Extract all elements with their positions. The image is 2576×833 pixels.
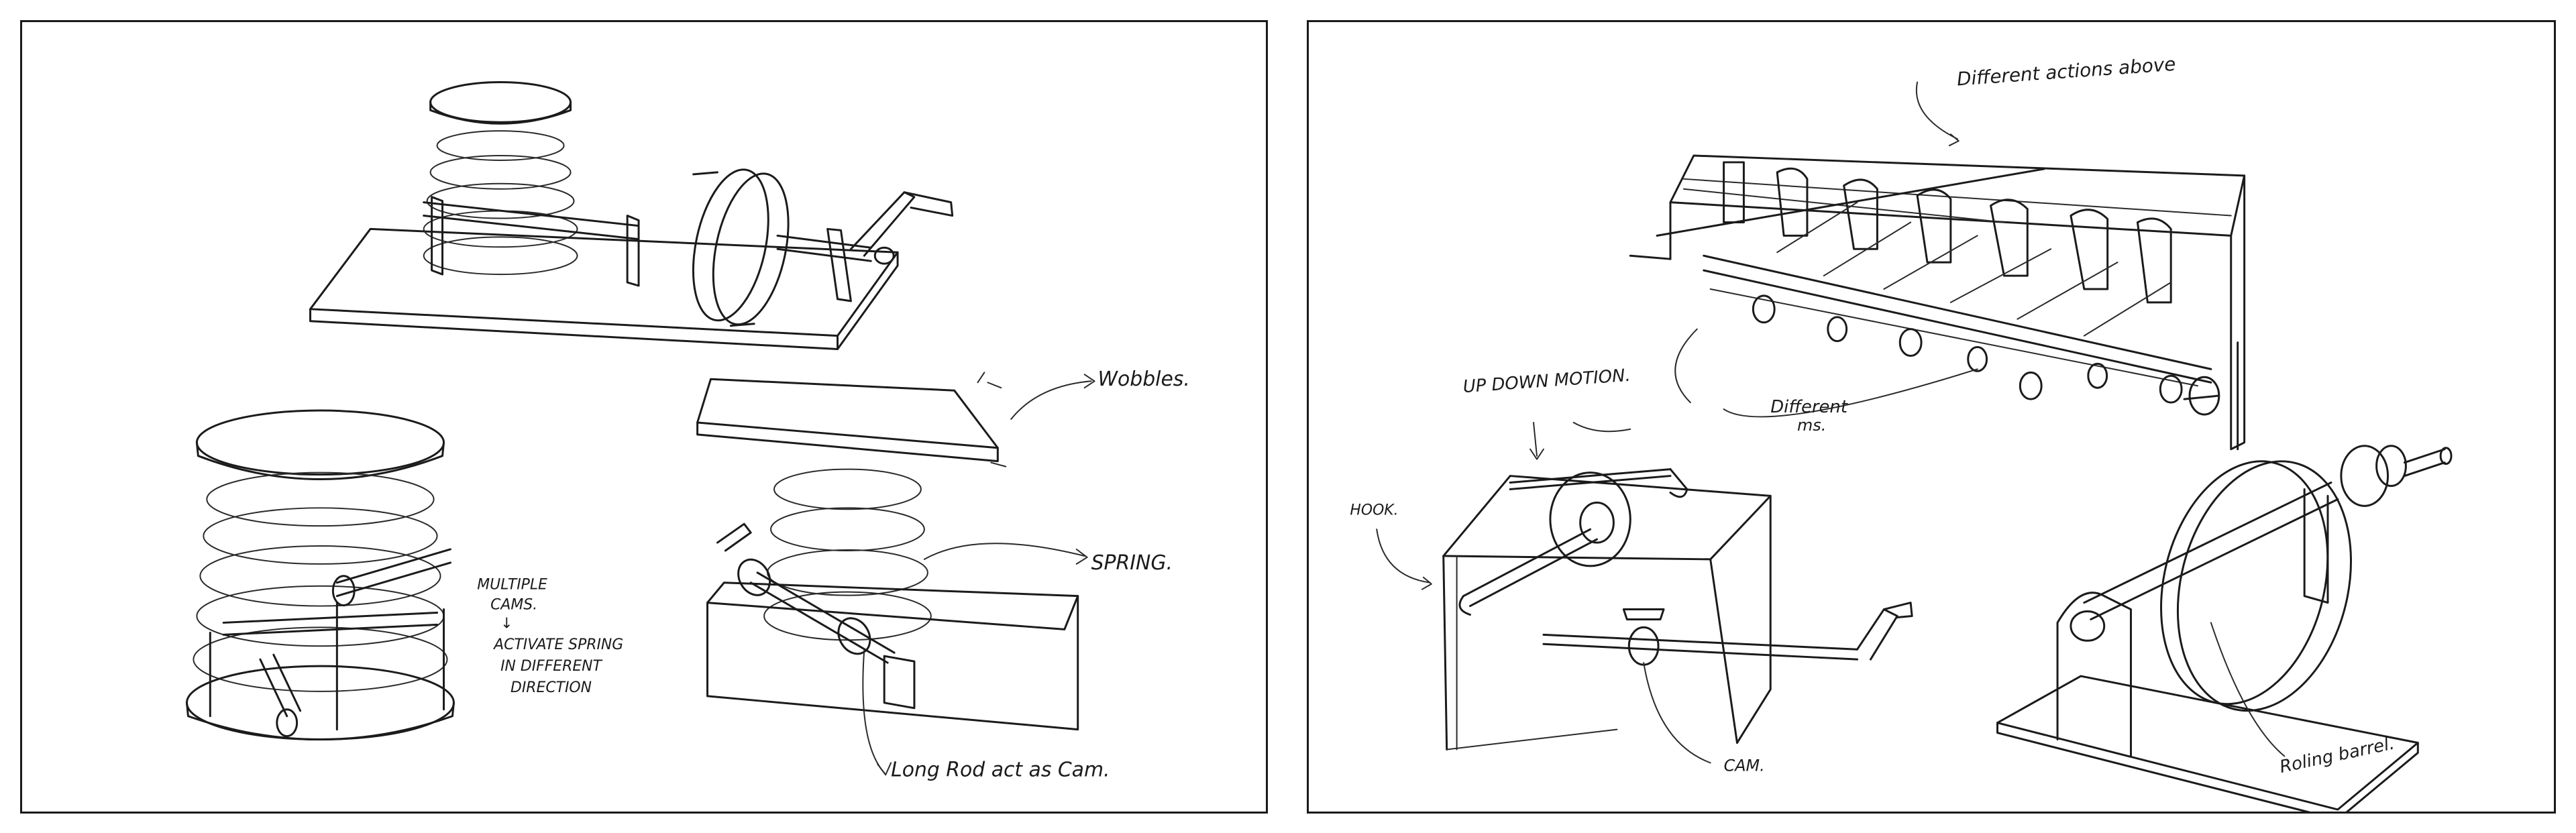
sketch-panel-right: Different actions above Different ms. UP… xyxy=(1307,20,2556,814)
right-sketch-drawing: Different actions above Different ms. UP… xyxy=(1350,53,2453,812)
long-rod-cam-label: Long Rod act as Cam. xyxy=(891,758,1110,781)
multiple-cams-line-3: ACTIVATE SPRING xyxy=(492,636,623,653)
multiple-cams-note: MULTIPLE CAMS. ↓ ACTIVATE SPRING IN DIFF… xyxy=(477,577,623,696)
different-cams-line-1: Different xyxy=(1770,397,1848,417)
different-cams-line-2: ms. xyxy=(1797,416,1826,435)
multiple-cams-line-5: DIRECTION xyxy=(511,679,592,696)
wobbles-label: Wobbles. xyxy=(1098,368,1190,391)
up-down-motion-label: UP DOWN MOTION. xyxy=(1462,366,1631,397)
sketch-panel-left: Wobbles. SPRING. Long Rod act as Cam. MU… xyxy=(20,20,1268,814)
up-down-motion-box-mechanism xyxy=(1442,468,1913,751)
hook-label: HOOK. xyxy=(1350,502,1398,518)
left-annotation-arrows xyxy=(862,374,1095,776)
spring-label: SPRING. xyxy=(1091,551,1173,575)
rolling-barrel-label: Roling barrel. xyxy=(2278,734,2396,778)
multiple-cams-line-4: IN DIFFERENT xyxy=(500,658,602,675)
multiple-cams-spring-mechanism xyxy=(185,409,455,741)
different-actions-label: Different actions above xyxy=(1956,53,2176,91)
rolling-barrel-mechanism xyxy=(1996,445,2453,812)
multi-cam-box-mechanism xyxy=(1629,154,2246,451)
cam-label: CAM. xyxy=(1724,756,1765,775)
left-sketch-drawing: Wobbles. SPRING. Long Rod act as Cam. MU… xyxy=(185,81,1190,781)
multiple-cams-line-1: MULTIPLE xyxy=(477,577,547,594)
multiple-cams-line-2: CAMS. xyxy=(490,597,537,614)
long-rod-cam-spring-mechanism xyxy=(696,372,1079,731)
multiple-cams-arrow: ↓ xyxy=(500,615,513,632)
top-spring-wheel-mechanism xyxy=(309,81,954,351)
right-annotation-arrows xyxy=(1376,81,2286,764)
